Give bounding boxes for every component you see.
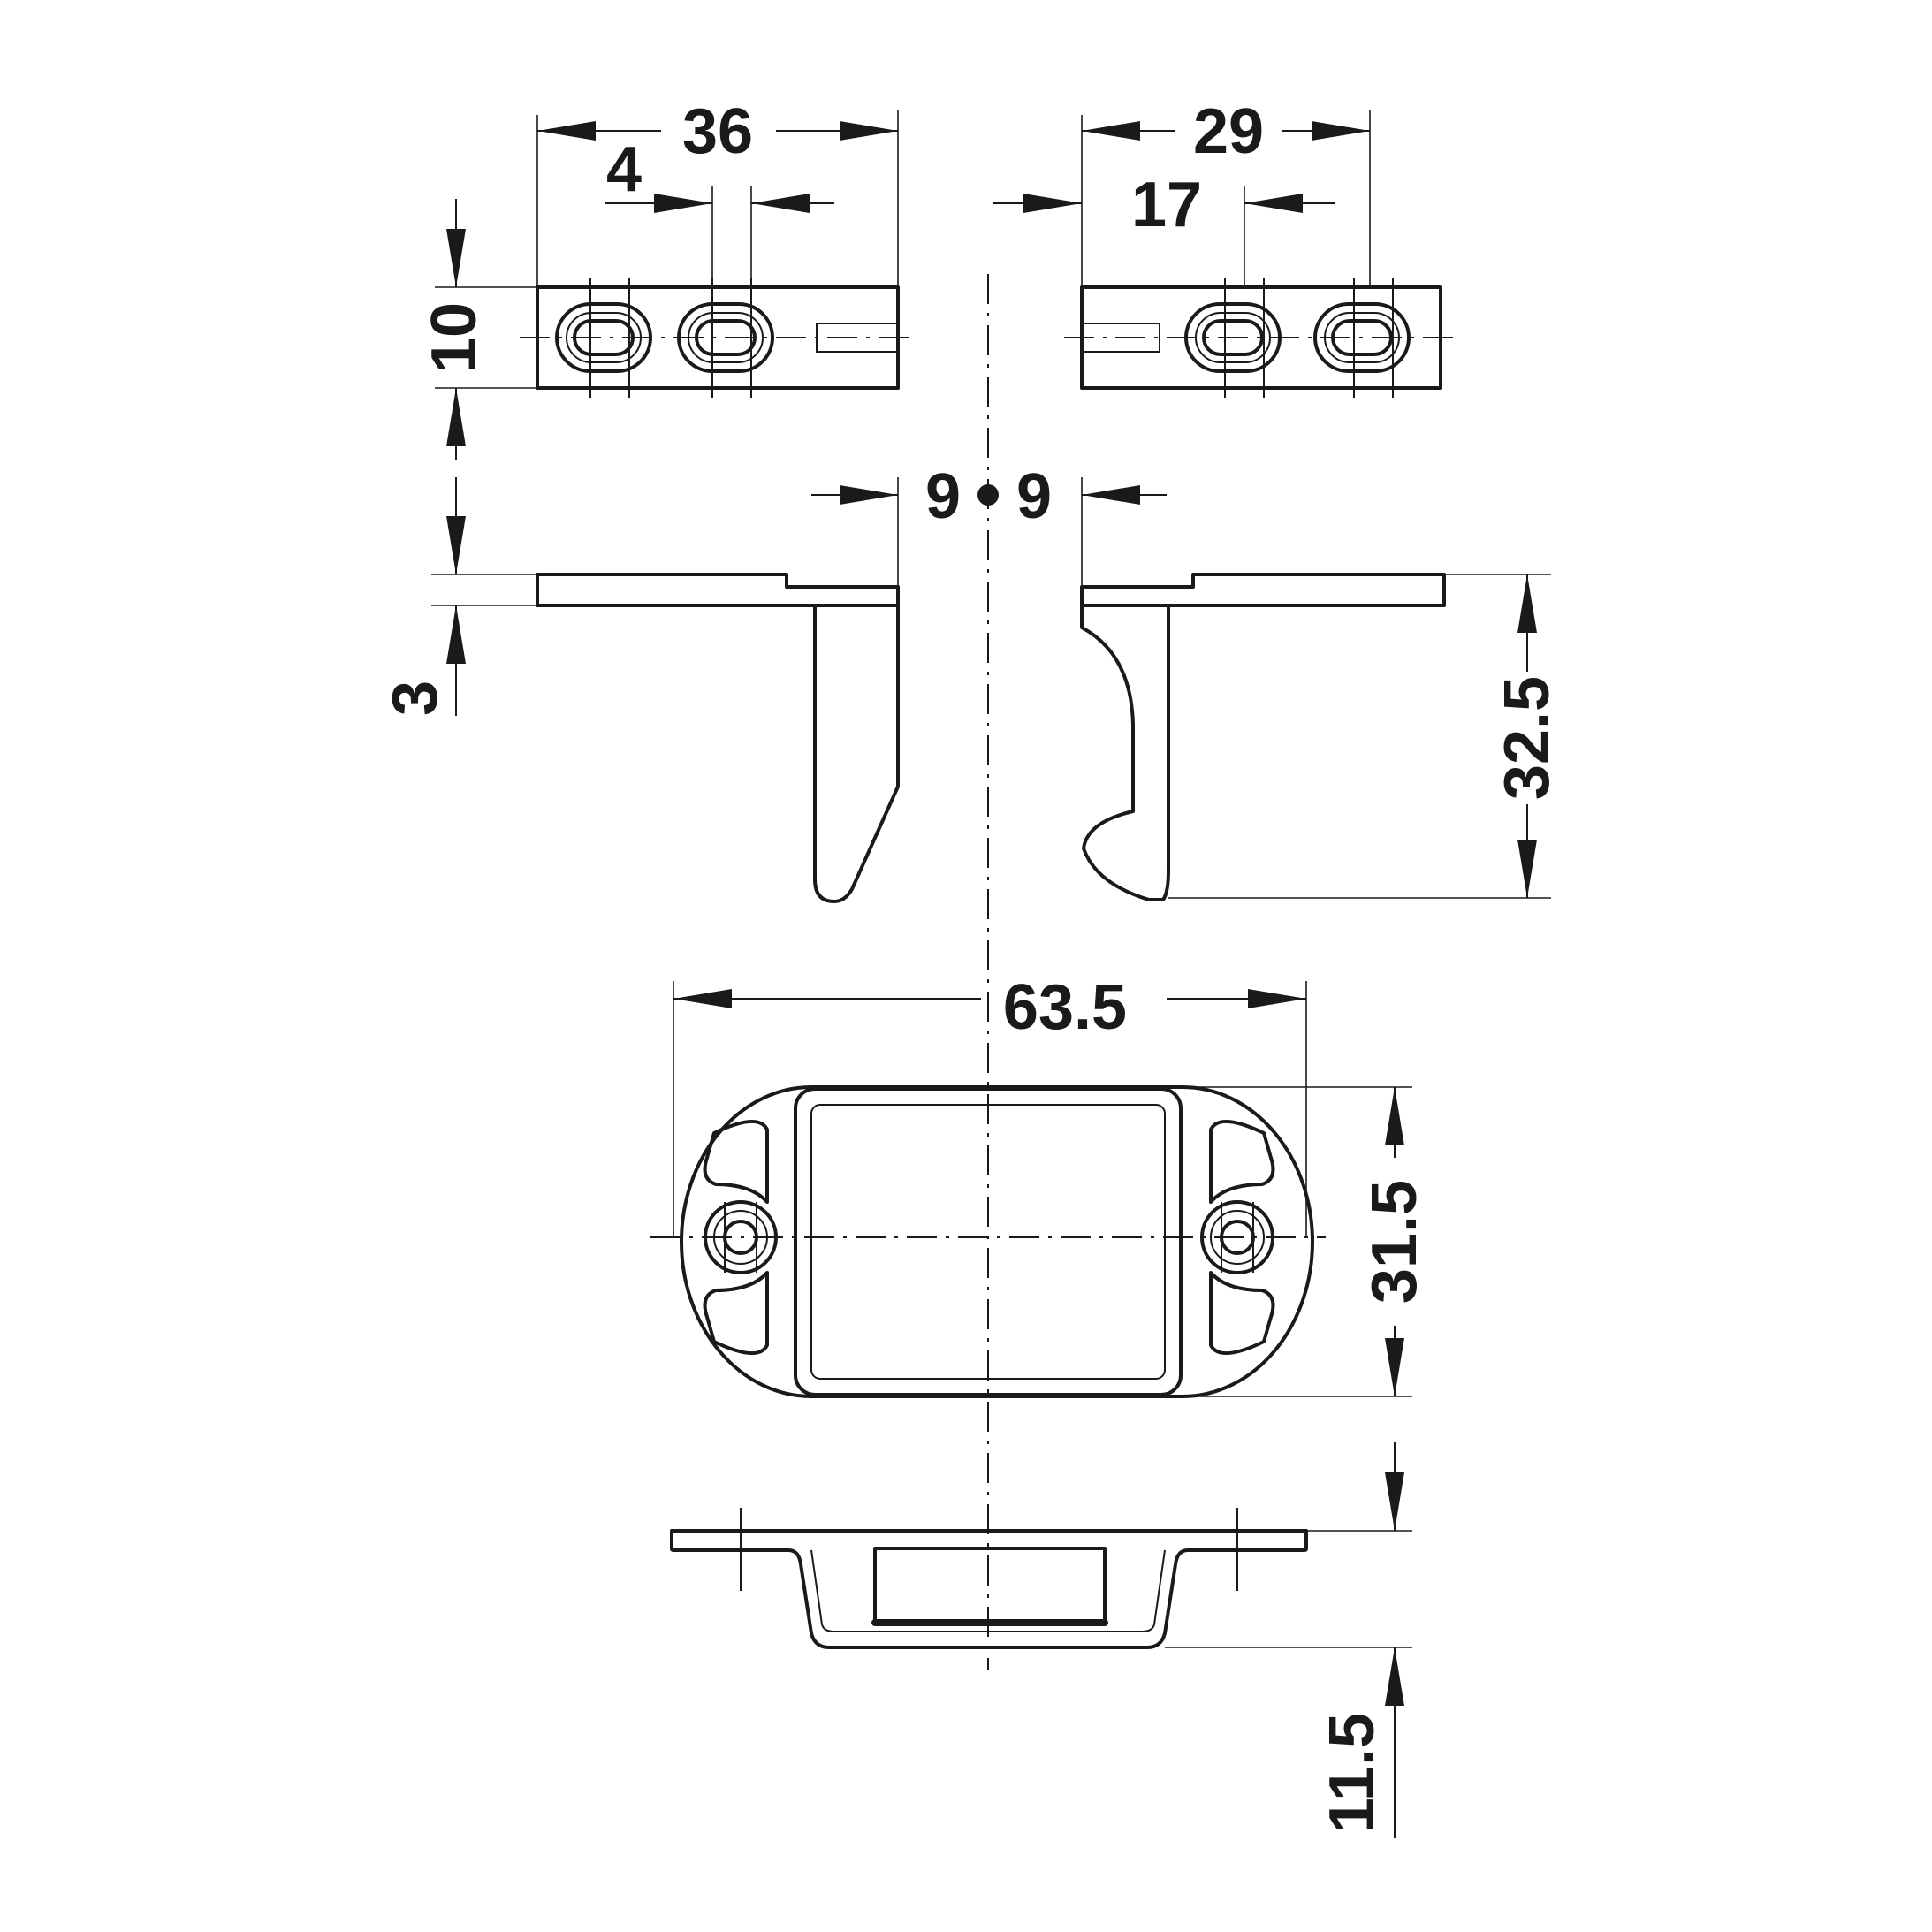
- centre-dot: [977, 484, 999, 506]
- dimension-width-left: 36: [536, 96, 899, 287]
- label-9-left: 9: [925, 461, 961, 532]
- right-strike-plate-top-view: [1064, 278, 1458, 398]
- dimension-base-width: 31.5: [1183, 1086, 1430, 1397]
- dimension-catch-height: 32.5: [1168, 574, 1563, 899]
- dimension-width-right: 29: [1081, 96, 1371, 287]
- left-strike-side-view: [536, 573, 900, 903]
- dimension-height-top: 10: [419, 199, 537, 460]
- left-strike-plate-top-view: [520, 278, 916, 398]
- magnet-housing-side-view: [670, 1508, 1308, 1649]
- label-4: 4: [606, 134, 642, 205]
- label-36: 36: [682, 96, 753, 167]
- label-10: 10: [419, 302, 490, 373]
- label-63-5: 63.5: [1003, 972, 1127, 1043]
- label-29: 29: [1193, 96, 1264, 167]
- label-17: 17: [1131, 170, 1202, 240]
- dimension-base-depth: 11.5: [1165, 1442, 1412, 1838]
- label-9-right: 9: [1016, 461, 1052, 532]
- dimension-slot-spacing-left: 4: [605, 134, 834, 287]
- dimension-centre-offsets: 9 9: [811, 461, 1167, 587]
- label-31-5: 31.5: [1359, 1180, 1430, 1304]
- dimension-slot-spacing-right: 17: [993, 170, 1335, 287]
- label-32-5: 32.5: [1492, 676, 1563, 800]
- label-11-5: 11.5: [1317, 1713, 1388, 1833]
- label-3: 3: [380, 681, 451, 716]
- dimension-base-length: 63.5: [673, 972, 1307, 1237]
- dimension-plate-thickness: 3: [380, 477, 537, 716]
- right-strike-side-view: [1080, 573, 1446, 901]
